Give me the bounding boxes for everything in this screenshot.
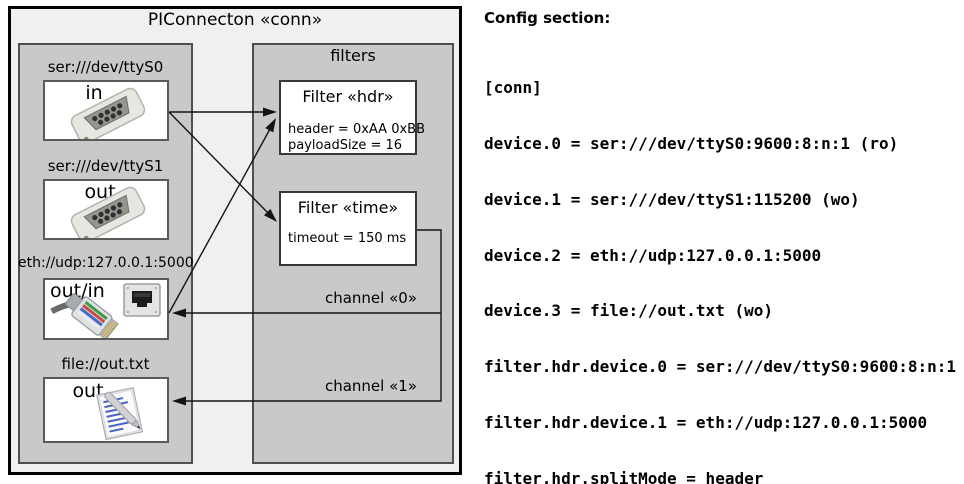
filter-hdr-payload-property: payloadSize = 16 [288,138,403,153]
filter-time-box: Filter «time» timeout = 150 ms [279,191,417,266]
channel-0-label: channel «0» [324,289,417,307]
config-line: device.1 = ser:///dev/ttyS1:115200 (wo) [484,189,860,209]
channel-1-label: channel «1» [324,377,417,395]
config-line: filter.hdr.device.1 = eth://udp:127.0.0.… [484,412,928,432]
filter-hdr-box: Filter «hdr» header = 0xAA 0xBB payloadS… [279,80,425,155]
diagram-title: PIConnecton «conn» [147,10,323,30]
device-direction: in [85,82,103,104]
filters-panel-title: filters [330,46,376,65]
device-box-ttyS0: in [43,80,169,141]
config-line: device.2 = eth://udp:127.0.0.1:5000 [484,245,822,265]
config-section-body: [conn] device.0 = ser:///dev/ttyS0:9600:… [484,42,962,484]
serial-connector-icon [70,87,146,139]
ethernet-port-icon [123,283,161,317]
device-box-file: out [43,377,169,443]
ethernet-connector-icon [50,293,119,338]
device-direction: out/in [50,280,105,302]
device-label-eth: eth://udp:127.0.0.1:5000 [18,255,194,271]
config-line: device.3 = file://out.txt (wo) [484,301,773,321]
device-label-ttyS1: ser:///dev/ttyS1 [47,157,164,175]
device-box-eth: out/in [43,278,169,340]
serial-connector-icon [70,186,146,238]
device-box-ttyS1: out [43,179,169,240]
device-direction: out [72,380,104,402]
filter-hdr-title: Filter «hdr» [302,87,394,106]
filter-time-timeout-property: timeout = 150 ms [288,231,407,246]
notepad-pen-icon [96,386,144,441]
device-label-file: file://out.txt [61,355,150,373]
config-line: device.0 = ser:///dev/ttyS0:9600:8:n:1 (… [484,133,899,153]
filter-hdr-header-property: header = 0xAA 0xBB [288,122,426,137]
config-section-heading: Config section: [484,9,611,27]
filter-time-title: Filter «time» [297,198,399,217]
config-line: filter.hdr.device.0 = ser:///dev/ttyS0:9… [484,357,957,377]
config-line: [conn] [484,78,542,98]
device-label-ttyS0: ser:///dev/ttyS0 [47,58,164,76]
config-line: filter.hdr.splitMode = header [484,468,764,484]
